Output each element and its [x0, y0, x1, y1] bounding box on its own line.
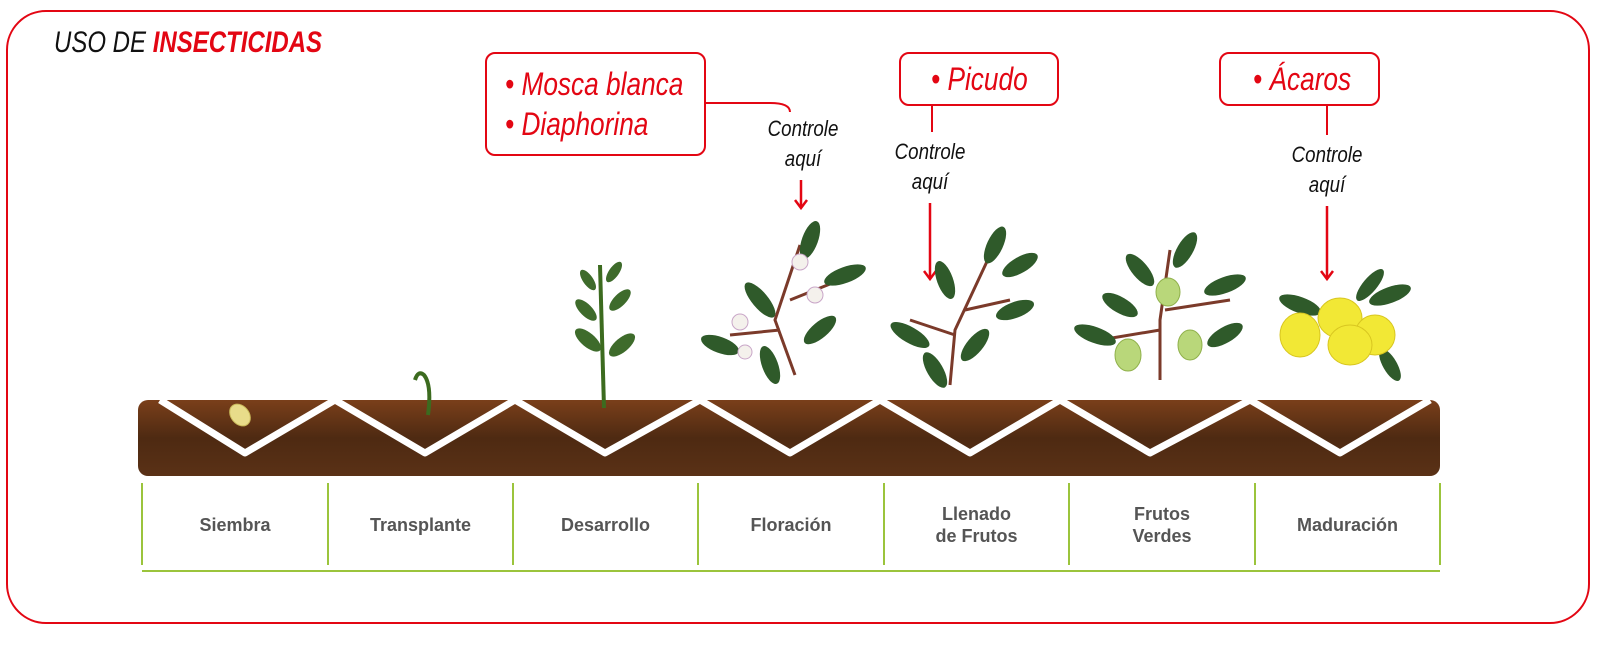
pest-box-mosca-diaphorina: • Mosca blanca • Diaphorina [485, 52, 706, 156]
control-line2: aquí [1308, 172, 1346, 197]
infographic-frame [6, 10, 1590, 624]
control-label: Controle aquí [870, 137, 990, 197]
pest-box-acaros: • Ácaros [1219, 52, 1380, 106]
page-title: USO DE INSECTICIDAS [54, 26, 322, 60]
stage-dividers [141, 483, 1441, 572]
stage-llenado-de-frutos: Llenado de Frutos [935, 504, 1018, 546]
stage-floracion: Floración [750, 515, 832, 535]
soil-zigzag [158, 396, 1432, 457]
leafy-branch-icon [890, 226, 1038, 388]
title-prefix: USO DE [54, 26, 153, 59]
seed-icon [229, 403, 251, 427]
arrow-down-icon [794, 180, 808, 211]
pest-item: • Diaphorina [505, 106, 649, 142]
pest-item: • Ácaros [1253, 61, 1352, 97]
connector-line [706, 102, 791, 113]
stage-frutos-verdes: Frutos Verdes [1132, 504, 1192, 546]
stage-desarrollo: Desarrollo [560, 515, 651, 535]
control-label: Controle aquí [1267, 140, 1387, 200]
pest-item: • Picudo [931, 61, 1028, 97]
control-line2: aquí [784, 146, 822, 171]
ripe-lemon-branch-icon [1279, 269, 1411, 381]
stage-maduracion: Maduración [1296, 515, 1398, 535]
arrow-down-icon [1320, 206, 1334, 282]
sprout-icon [413, 371, 432, 416]
arrow-down-icon [923, 203, 937, 282]
green-fruit-branch-icon [1074, 232, 1246, 380]
soil-band [138, 400, 1440, 476]
control-line1: Controle [894, 139, 966, 164]
stage-transplante: Transplante [369, 515, 472, 535]
title-highlight: INSECTICIDAS [152, 26, 323, 59]
flowering-branch-icon [701, 221, 866, 384]
control-label: Controle aquí [743, 114, 863, 174]
pest-item: • Mosca blanca [505, 66, 684, 102]
pest-box-picudo: • Picudo [899, 52, 1059, 106]
control-line2: aquí [911, 169, 949, 194]
young-plant-icon [574, 261, 636, 409]
stage-siembra: Siembra [199, 515, 271, 535]
control-line1: Controle [767, 116, 839, 141]
control-line1: Controle [1291, 142, 1363, 167]
